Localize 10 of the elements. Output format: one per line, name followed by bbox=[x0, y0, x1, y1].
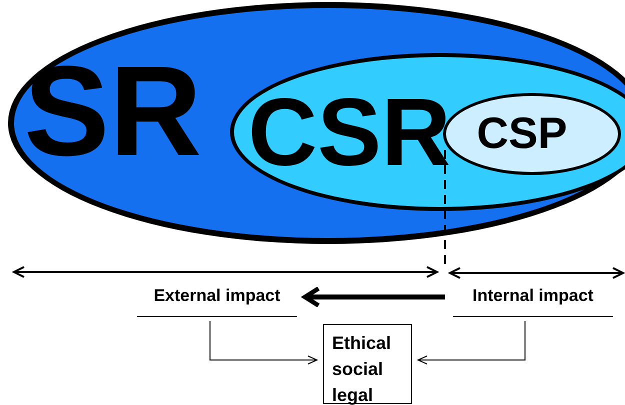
node-text: CSR bbox=[248, 85, 451, 181]
arrow bbox=[418, 320, 526, 364]
arrow bbox=[302, 286, 445, 308]
node-text: SR bbox=[24, 48, 202, 176]
node-text: CSP bbox=[476, 112, 568, 156]
node-text: Ethical social legal bbox=[332, 333, 392, 405]
node-text: Internal impact bbox=[472, 285, 594, 307]
arrow bbox=[210, 320, 318, 364]
text-box bbox=[323, 324, 412, 404]
node-text: External impact bbox=[154, 285, 280, 307]
